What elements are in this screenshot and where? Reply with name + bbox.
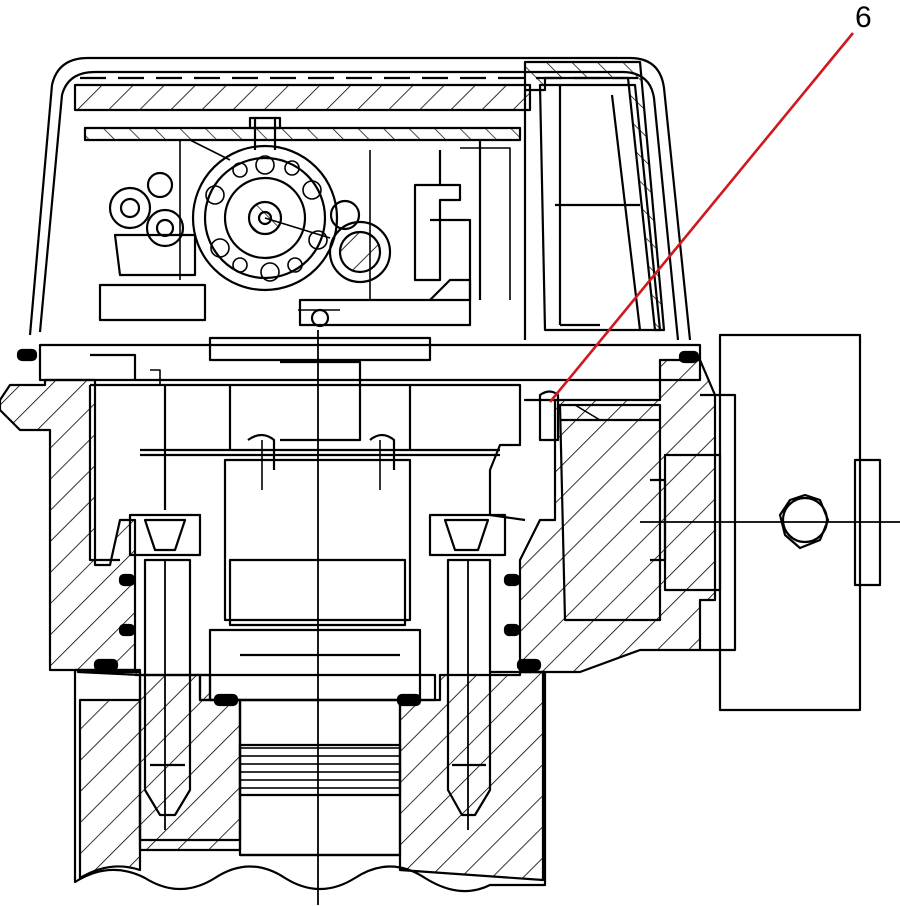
center-lines [164,330,900,905]
callout-number: 6 [855,1,872,34]
cover [28,56,692,341]
side-insert [538,390,662,622]
lower-body [73,668,547,893]
right-module [523,83,662,340]
internal-brackets [298,140,511,328]
callout-leader-line [548,32,855,403]
callout-6: 6 [548,1,872,403]
housing [0,336,717,674]
gear-mechanism [98,116,392,322]
